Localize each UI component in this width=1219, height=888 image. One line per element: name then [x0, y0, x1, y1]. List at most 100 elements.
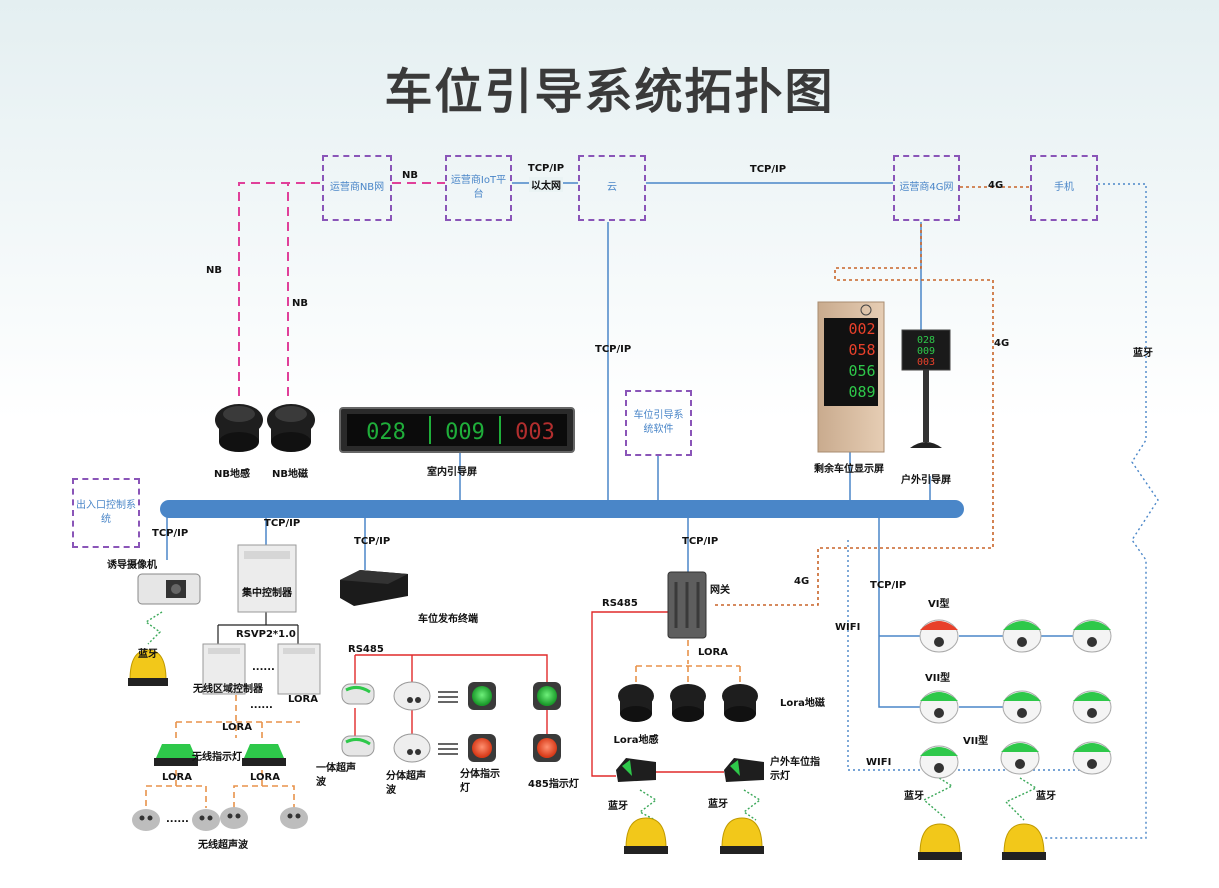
wireless-light-icon [154, 744, 198, 766]
outdoor-light-label: 户外车位指示灯 [770, 757, 820, 782]
camera-green-icon [1072, 741, 1112, 775]
lora-links [145, 640, 741, 808]
type-vi-label: VI型 [928, 599, 950, 610]
link-label-bluetooth: 蓝牙 [1133, 348, 1153, 359]
link-label-tcp: TCP/IP [870, 580, 907, 591]
light-485-icon [533, 682, 561, 710]
wireless-ultrasonic-icon [280, 807, 308, 829]
camera-green-icon [1072, 690, 1112, 724]
link-label-ethernet: 以太网 [529, 177, 563, 192]
camera-vi-icon [919, 619, 959, 653]
link-label-rs485: RS485 [602, 598, 638, 609]
4g-links [712, 186, 1030, 606]
split-ultrasonic-icon [393, 733, 431, 763]
link-label-tcp: TCP/IP [595, 344, 632, 355]
remaining-value: 058 [848, 341, 875, 359]
link-label-tcp: TCP/IP [527, 163, 565, 174]
region-controller-icon [277, 643, 321, 695]
link-label-rsvp: RSVP2*1.0 [236, 629, 296, 640]
dots-label: ...... [166, 814, 189, 825]
gateway-label: 网关 [710, 585, 730, 596]
remaining-screen-label: 剩余车位显示屏 [814, 464, 884, 475]
indoor-screen-value: 003 [515, 420, 555, 445]
link-label-bluetooth: 蓝牙 [904, 791, 924, 802]
parking-lock-icon [128, 649, 168, 686]
gateway-icon [667, 571, 707, 639]
integrated-ultrasonic-icon [341, 683, 375, 705]
outdoor-light-icon [616, 758, 656, 782]
cloud-box: 云 [578, 155, 646, 221]
iot-platform-box: 运营商IoT平台 [445, 155, 512, 221]
camera-green-icon [1000, 741, 1040, 775]
region-controller-label: 无线区域控制器 [193, 684, 263, 695]
dots-label: ...... [250, 700, 273, 711]
remaining-value: 089 [848, 383, 875, 401]
indoor-screen-value: 009 [445, 420, 485, 445]
rsvp-links [217, 612, 299, 644]
lora-sensor-icon [670, 684, 706, 722]
link-label-tcp: TCP/IP [264, 518, 301, 529]
rs485-links [354, 611, 724, 777]
link-label-bluetooth: 蓝牙 [708, 799, 728, 810]
parking-lock-icon [918, 823, 962, 860]
nb-magnetic-icon [267, 404, 315, 452]
indoor-screen-value: 028 [366, 420, 406, 445]
integrated-ultrasonic-label: 一体超声波 [316, 763, 356, 788]
entry-control-box: 出入口控制系统 [72, 478, 140, 548]
link-label-4g: 4G [988, 180, 1004, 191]
parking-lock-icon [1002, 823, 1046, 860]
split-light-icon [468, 734, 496, 762]
light-485-label: 485指示灯 [528, 779, 579, 790]
outdoor-screen-icon [901, 329, 951, 448]
link-label-lora: LORA [288, 694, 318, 705]
wireless-ultrasonic-label: 无线超声波 [198, 840, 248, 851]
link-label-4g: 4G [794, 576, 810, 587]
link-label-bluetooth: 蓝牙 [1036, 791, 1056, 802]
link-label-nb: NB [292, 298, 308, 309]
outdoor-light-icon [724, 758, 764, 782]
terminal-icon [340, 570, 408, 606]
link-label-tcp: TCP/IP [354, 536, 391, 547]
nb-network-box: 运营商NB网 [322, 155, 392, 221]
wireless-ultrasonic-icon [220, 807, 248, 829]
link-label-lora: LORA [698, 647, 728, 658]
phone-box: 手机 [1030, 155, 1098, 221]
wireless-light-icon [242, 744, 286, 766]
controller-label: 集中控制器 [242, 588, 292, 599]
indoor-screen-label: 室内引导屏 [427, 467, 477, 478]
wireless-light-label: 无线指示灯 [192, 752, 242, 763]
nb-sensor-label: NB地感 [214, 469, 250, 480]
camera-vii-icon [919, 690, 959, 724]
remaining-value: 056 [848, 362, 875, 380]
link-label-tcp: TCP/IP [152, 528, 189, 539]
remaining-value: 002 [848, 320, 875, 338]
bluetooth-zigzag [144, 611, 1038, 821]
lora-sensor-icon [618, 684, 654, 722]
controller-icon [237, 544, 297, 613]
nb-magnetic-label: NB地磁 [272, 469, 308, 480]
link-label-lora: LORA [162, 772, 192, 783]
split-ultrasonic-icon [393, 681, 431, 711]
camera-icon [137, 573, 201, 605]
4g-network-box: 运营商4G网 [893, 155, 960, 221]
outdoor-value: 009 [917, 346, 935, 357]
remaining-screen-icon [817, 301, 885, 453]
integrated-ultrasonic-icon [341, 735, 375, 757]
ethernet-bus [160, 500, 964, 518]
parking-lock-icon [624, 817, 668, 854]
nb-sensor-icon [215, 404, 263, 452]
lora-sensor-label: Lora地感 [613, 735, 659, 746]
link-label-rs485: RS485 [348, 644, 384, 655]
page-title: 车位引导系统拓扑图 [384, 64, 835, 120]
link-label-wifi: WIFI [866, 757, 892, 768]
region-controller-icon [202, 643, 246, 695]
light-485-icon [533, 734, 561, 762]
connector-lines [438, 691, 458, 755]
nb-links [238, 182, 445, 396]
split-light-label: 分体指示灯 [460, 769, 500, 794]
link-label-lora: LORA [250, 772, 280, 783]
type-vii-label: VII型 [963, 736, 989, 747]
camera-green-icon [1072, 619, 1112, 653]
wireless-ultrasonic-icon [192, 809, 220, 831]
